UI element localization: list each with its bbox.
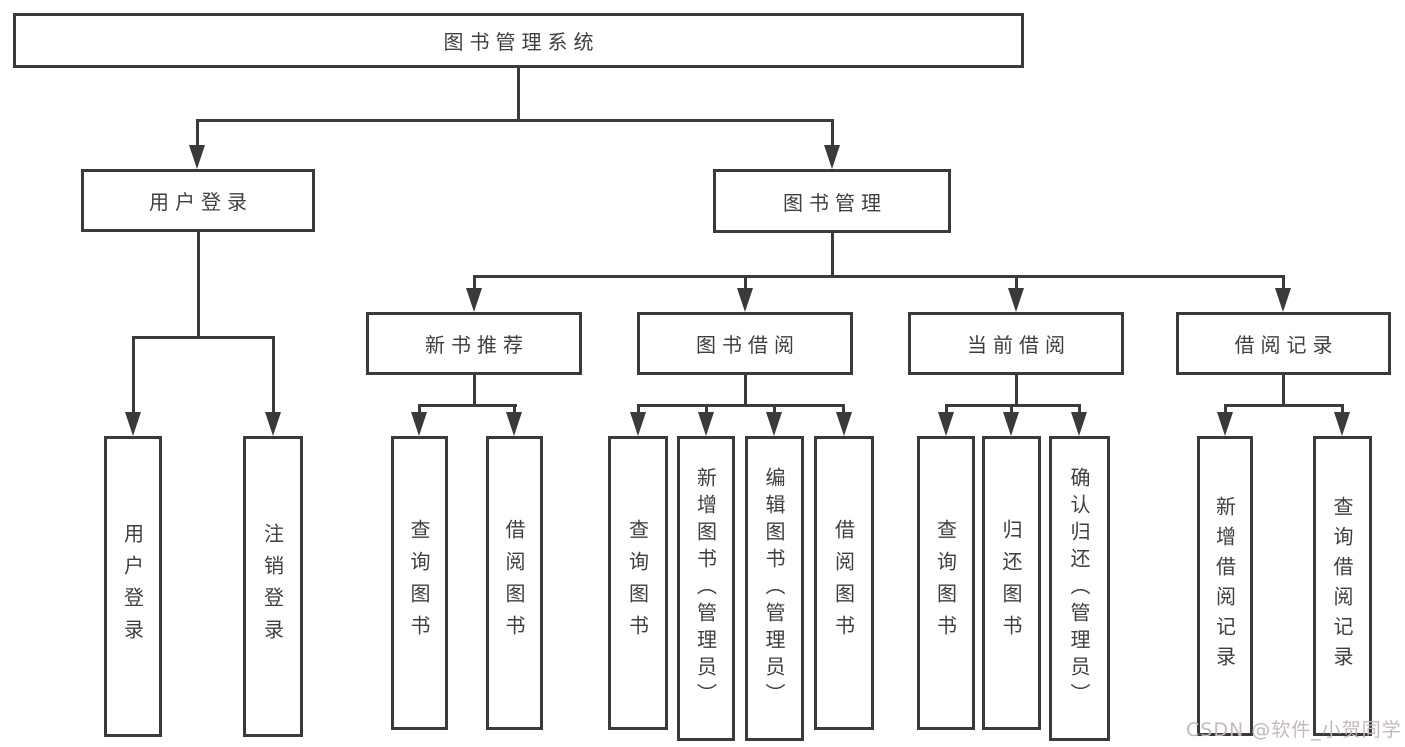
connector-line [272, 336, 275, 416]
node-borrow-records-label: 借阅记录 [1234, 333, 1339, 357]
arrow-down-icon [1217, 412, 1233, 436]
leaf-add-book-admin-label: 新增图书（管理员） [693, 467, 718, 710]
connector-line [196, 119, 834, 122]
leaf-query-book-3-label: 查询图书 [933, 519, 958, 647]
arrow-down-icon [836, 412, 852, 436]
node-book-management: 图书管理 [713, 169, 951, 233]
connector-line [1015, 375, 1018, 406]
arrow-down-icon [698, 412, 714, 436]
arrow-down-icon [824, 145, 840, 169]
arrow-down-icon [466, 288, 482, 312]
leaf-query-book-1-label: 查询图书 [407, 519, 431, 647]
node-current-borrow: 当前借阅 [908, 312, 1124, 375]
leaf-query-book-2: 查询图书 [608, 436, 668, 730]
connector-line [1282, 275, 1285, 293]
leaf-borrow-book-1-label: 借阅图书 [502, 519, 526, 647]
connector-line [842, 404, 845, 414]
leaf-query-borrow-record-label: 查询借阅记录 [1330, 496, 1354, 676]
arrow-down-icon [938, 412, 954, 436]
node-new-book-recommend-label: 新书推荐 [425, 333, 529, 357]
leaf-confirm-return-admin: 确认归还（管理员） [1049, 436, 1110, 741]
connector-line [197, 232, 200, 339]
leaf-borrow-book-2: 借阅图书 [814, 436, 874, 730]
connector-line [744, 275, 747, 293]
arrow-down-icon [125, 412, 141, 436]
node-book-borrow-label: 图书借阅 [696, 333, 800, 357]
arrow-down-icon [411, 412, 427, 436]
leaf-query-book-2-label: 查询图书 [625, 519, 650, 647]
node-new-book-recommend: 新书推荐 [366, 312, 582, 375]
arrow-down-icon [1071, 412, 1087, 436]
connector-line [196, 119, 199, 149]
connector-line [744, 375, 747, 406]
connector-line [418, 404, 421, 414]
arrow-down-icon [1275, 288, 1291, 312]
leaf-borrow-book-1: 借阅图书 [486, 436, 543, 730]
leaf-query-book-1: 查询图书 [391, 436, 448, 730]
connector-line [418, 404, 517, 407]
arrow-down-icon [1003, 412, 1019, 436]
connector-line [637, 404, 640, 414]
connector-line [513, 404, 516, 414]
connector-line [1010, 404, 1013, 414]
connector-line [773, 404, 776, 414]
leaf-query-borrow-record: 查询借阅记录 [1313, 436, 1372, 736]
connector-line [637, 404, 845, 407]
connector-line [831, 233, 834, 278]
csdn-watermark: CSDN @软件_小贺同学 [1186, 719, 1402, 741]
leaf-add-borrow-record: 新增借阅记录 [1197, 436, 1253, 736]
leaf-user-login: 用户登录 [104, 436, 162, 737]
arrow-down-icon [506, 412, 522, 436]
leaf-logout: 注销登录 [243, 436, 303, 737]
leaf-user-login-label: 用户登录 [120, 522, 145, 651]
arrow-down-icon [1008, 288, 1024, 312]
connector-line [831, 119, 834, 149]
arrow-down-icon [265, 412, 281, 436]
node-current-borrow-label: 当前借阅 [967, 333, 1071, 357]
node-borrow-records: 借阅记录 [1176, 312, 1391, 375]
connector-line [1224, 404, 1227, 414]
node-root: 图书管理系统 [13, 13, 1024, 68]
leaf-return-book: 归还图书 [982, 436, 1041, 730]
connector-line [473, 275, 476, 293]
arrow-down-icon [189, 145, 205, 169]
arrow-down-icon [1334, 412, 1350, 436]
leaf-confirm-return-admin-label: 确认归还（管理员） [1067, 467, 1091, 710]
connector-line [945, 404, 948, 414]
connector-line [132, 336, 275, 339]
leaf-borrow-book-2-label: 借阅图书 [831, 519, 856, 647]
connector-line [1078, 404, 1081, 414]
connector-line [517, 68, 520, 122]
node-root-label: 图书管理系统 [443, 30, 600, 54]
arrow-down-icon [737, 288, 753, 312]
node-book-borrow: 图书借阅 [637, 312, 853, 375]
connector-line [1224, 404, 1343, 407]
leaf-return-book-label: 归还图书 [999, 519, 1023, 647]
connector-line [705, 404, 708, 414]
connector-line [132, 336, 135, 416]
arrow-down-icon [630, 412, 646, 436]
leaf-query-book-3: 查询图书 [917, 436, 975, 730]
arrow-down-icon [766, 412, 782, 436]
node-book-management-label: 图书管理 [783, 190, 887, 215]
leaf-logout-label: 注销登录 [260, 522, 285, 651]
leaf-add-book-admin: 新增图书（管理员） [677, 436, 735, 741]
connector-line [1341, 404, 1344, 414]
connector-line [1282, 375, 1285, 406]
leaf-add-borrow-record-label: 新增借阅记录 [1212, 496, 1237, 676]
connector-line [473, 375, 476, 406]
node-user-login-label: 用户登录 [149, 190, 253, 214]
connector-line [473, 275, 1285, 278]
connector-line [1015, 275, 1018, 293]
node-user-login: 用户登录 [81, 169, 315, 232]
leaf-edit-book-admin-label: 编辑图书（管理员） [762, 467, 786, 710]
leaf-edit-book-admin: 编辑图书（管理员） [745, 436, 804, 741]
